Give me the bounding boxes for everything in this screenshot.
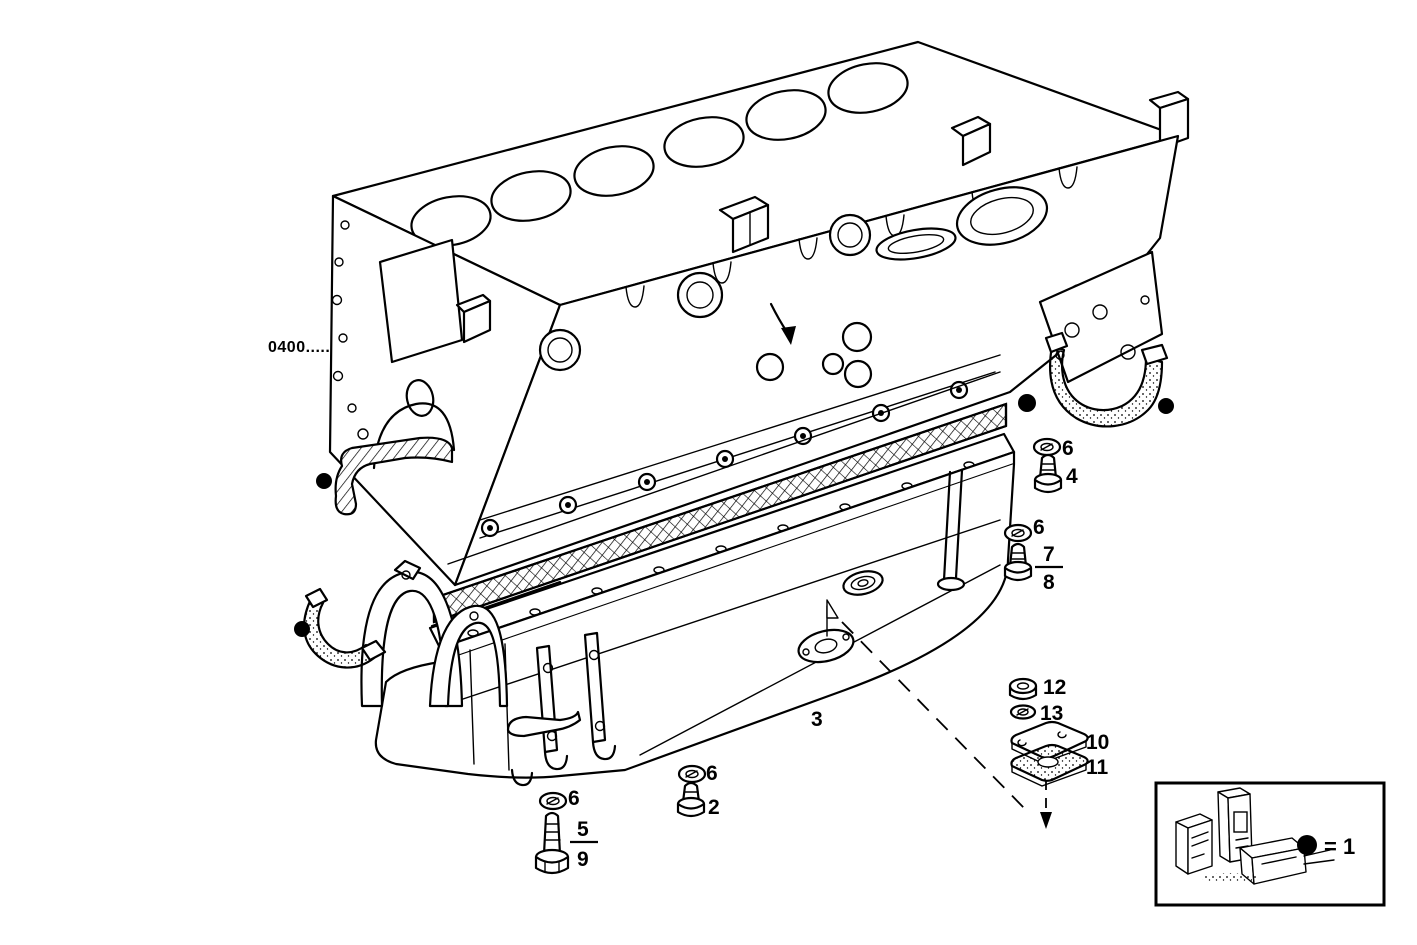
- dot-icon: [316, 473, 332, 489]
- washer-6-bolt2: [677, 764, 707, 784]
- nut-12: [1008, 677, 1038, 701]
- callout-labels: 0400..... 6 4 6 7 8 12 13 10 11 3 6 2 6 …: [268, 339, 1109, 871]
- washer-6-mid: [1003, 523, 1033, 543]
- bolt-4: [1033, 453, 1063, 494]
- crescent-seal-right: [1044, 331, 1169, 428]
- left-face-details: [331, 220, 464, 470]
- assembly-arrow-icon: [769, 302, 796, 345]
- dot-icon: [1158, 398, 1174, 414]
- cylinder-bores: [410, 62, 909, 247]
- bolt-5-9: [534, 811, 570, 875]
- washer-6-top: [1032, 437, 1062, 457]
- drawing-number-label: 0400.....: [268, 339, 330, 356]
- label-12: 12: [1043, 676, 1066, 699]
- label-6-bolt2: 6: [706, 762, 718, 785]
- legend-box: = 1: [1154, 781, 1386, 907]
- dot-icon: [1018, 394, 1036, 412]
- label-8: 8: [1043, 571, 1055, 594]
- baffle-spoon: [506, 710, 582, 738]
- parts-package-icon: [1175, 787, 1335, 885]
- crescent-seal-left: [303, 587, 387, 669]
- label-9: 9: [577, 848, 589, 871]
- label-5: 5: [577, 818, 589, 841]
- oil-sump: [360, 432, 1016, 787]
- label-13: 13: [1040, 702, 1063, 725]
- label-6-mid: 6: [1033, 516, 1045, 539]
- label-7: 7: [1043, 543, 1055, 566]
- label-2: 2: [708, 796, 720, 819]
- legend-equation-label: = 1: [1324, 834, 1355, 859]
- support-strut: [936, 468, 966, 592]
- label-10: 10: [1086, 731, 1109, 754]
- drain-boss: [797, 570, 884, 664]
- bearing-arch-brackets: [360, 559, 509, 708]
- lifting-bracket-icon: [718, 90, 1190, 254]
- label-4: 4: [1066, 465, 1078, 488]
- label-3: 3: [811, 708, 823, 731]
- sump-gasket: [334, 402, 1008, 650]
- label-6-top: 6: [1062, 437, 1074, 460]
- dot-icon: [294, 621, 310, 637]
- label-11: 11: [1086, 756, 1109, 779]
- cover-gasket-11: [1010, 743, 1089, 787]
- leader-line: [841, 621, 1052, 829]
- washer-13: [1009, 704, 1037, 720]
- right-end-mount-pads: [875, 186, 1164, 384]
- front-face-details: [447, 166, 1078, 565]
- bolt-2: [676, 781, 706, 818]
- engine-block: [328, 40, 1190, 587]
- bolt-7-8: [1003, 542, 1033, 582]
- washer-6-bolt5: [538, 791, 568, 811]
- label-6-bolt5: 6: [568, 787, 580, 810]
- legend-dot-icon: [1297, 835, 1317, 855]
- arrow-down-icon: [1040, 812, 1052, 829]
- gasket-set-dots: [294, 394, 1174, 637]
- flange-bolt-bosses: [480, 380, 969, 538]
